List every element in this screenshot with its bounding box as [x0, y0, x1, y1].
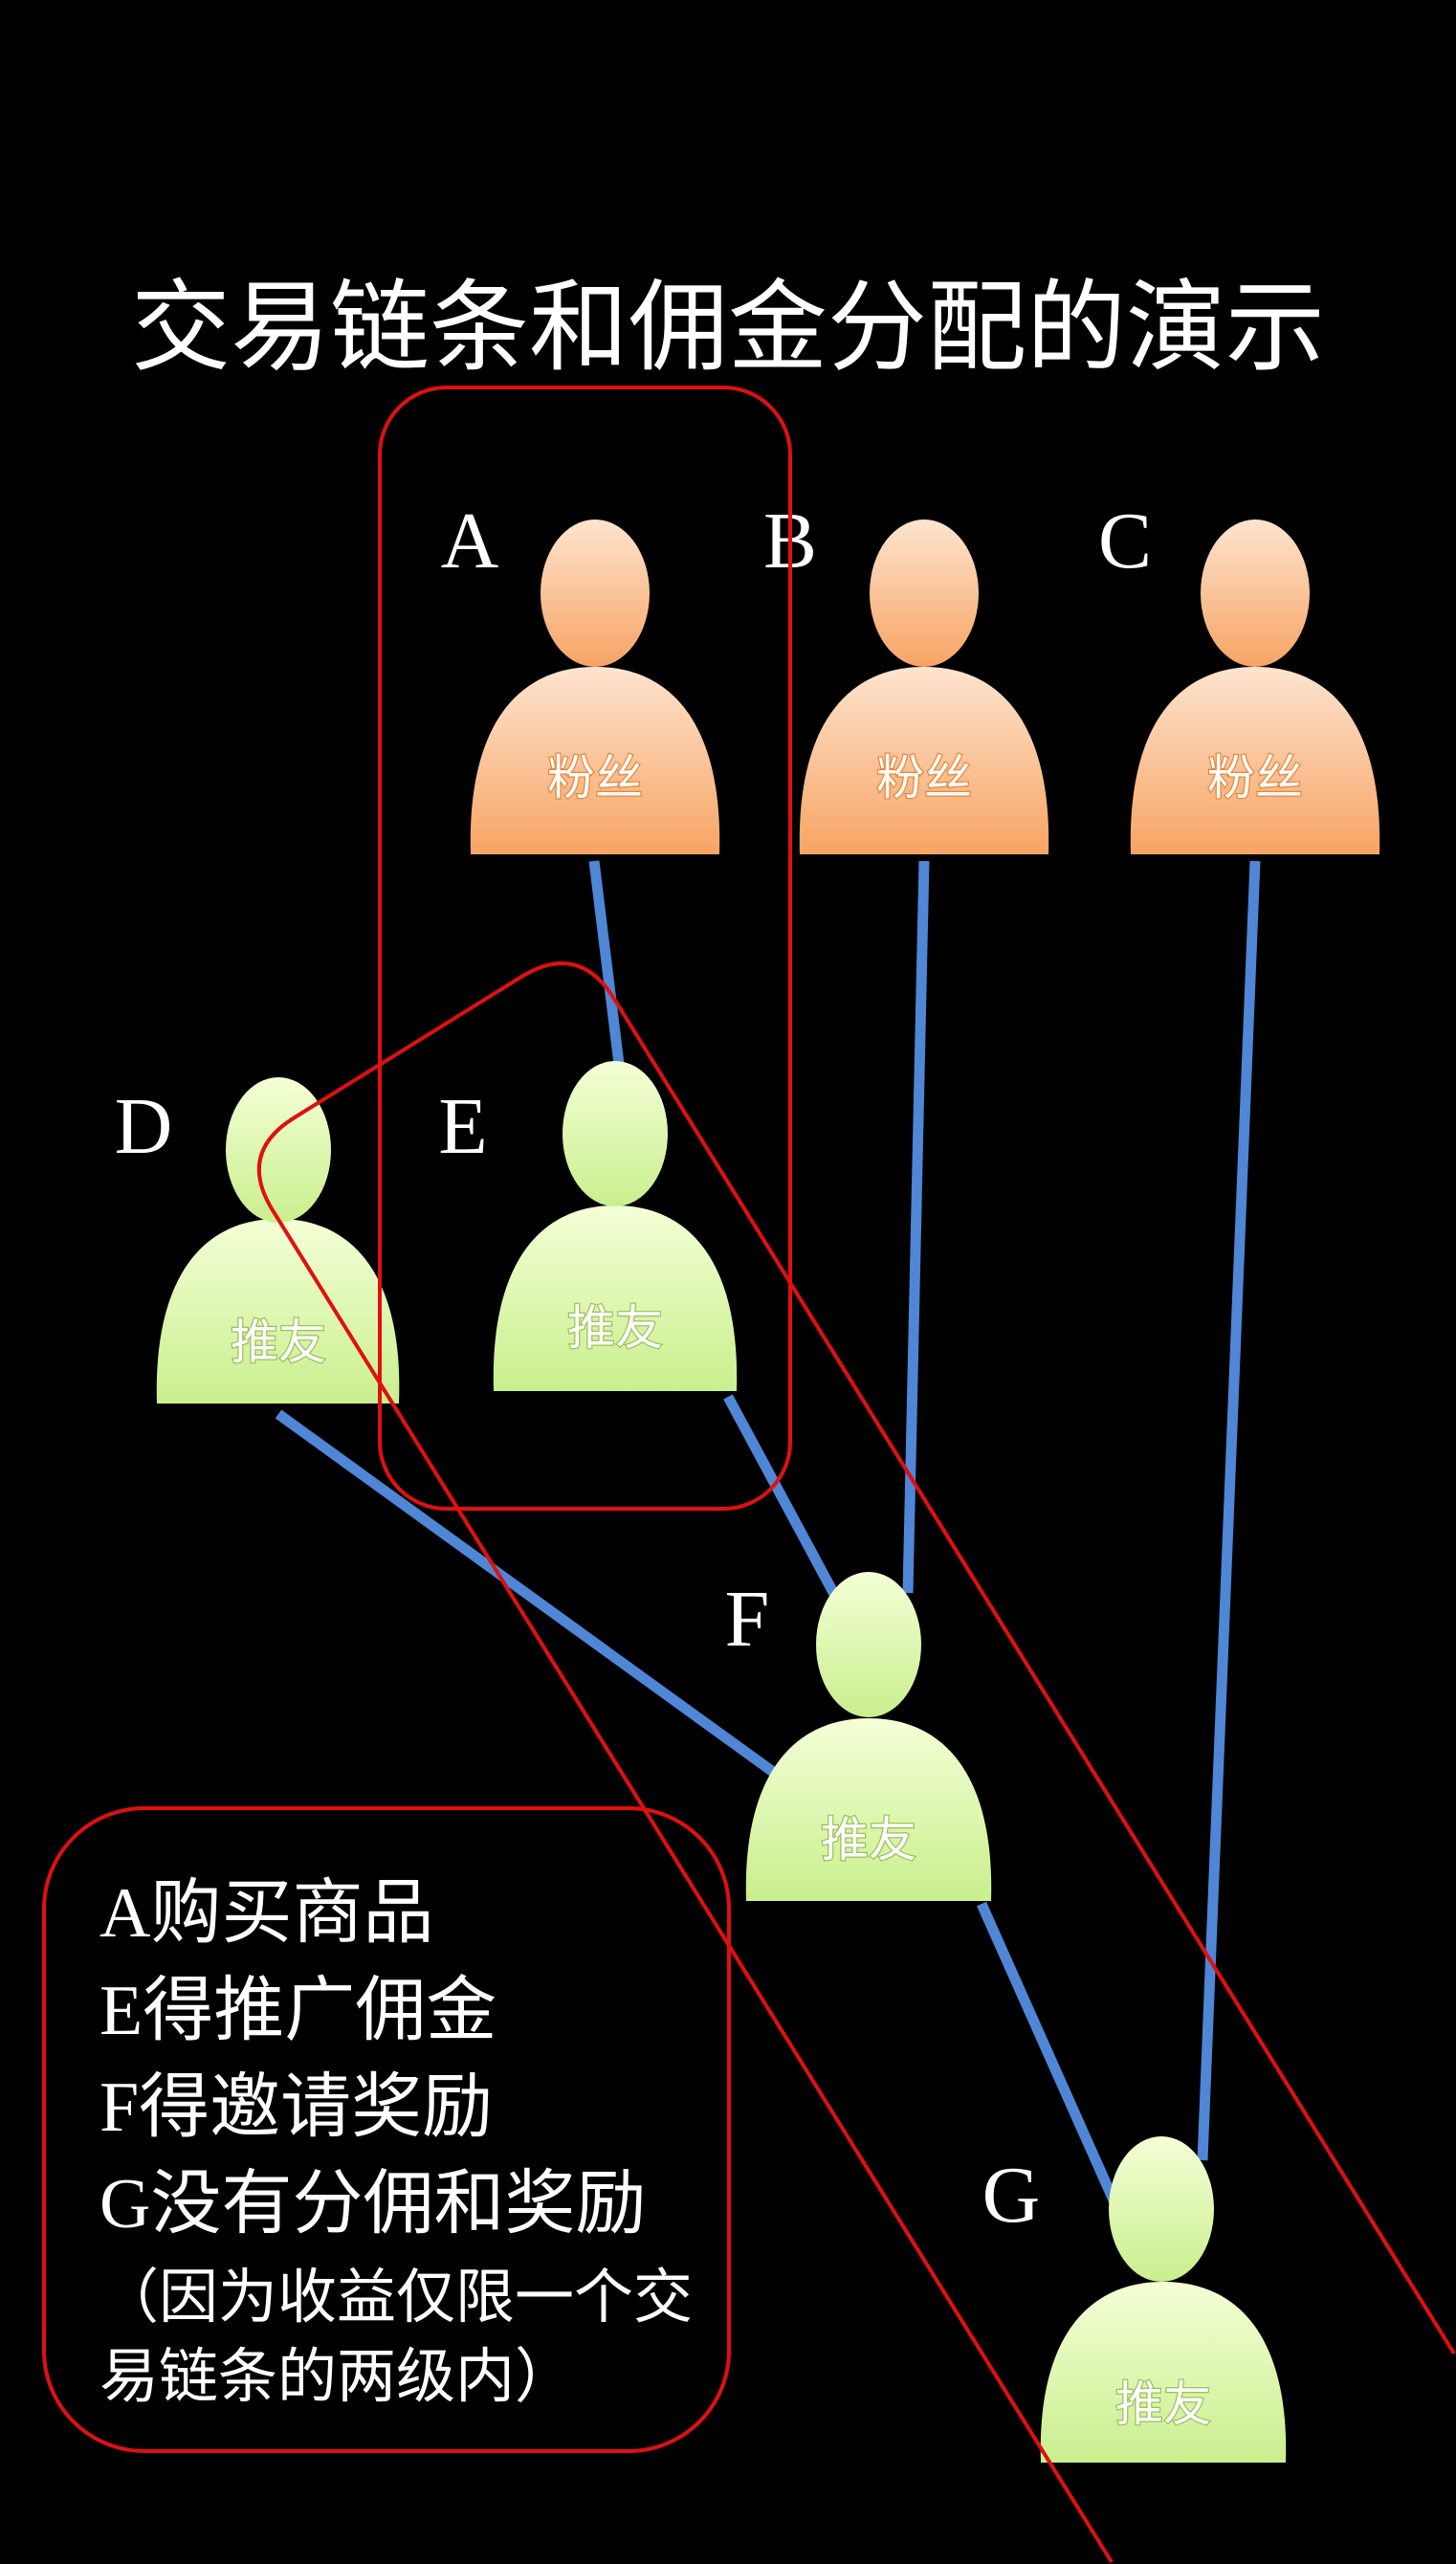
- person-head-icon: [816, 1572, 921, 1717]
- node-e: E 推友: [438, 1061, 738, 1391]
- person-body-icon: [470, 667, 720, 854]
- node-label: F: [725, 1575, 770, 1664]
- node-label: C: [1098, 497, 1152, 586]
- notes: A购买商品 E得推广佣金 F得邀请奖励 G没有分佣和奖励 （因为收益仅限一个交 …: [99, 1874, 693, 2410]
- person-body-icon: [799, 667, 1049, 854]
- note-line: E得推广佣金: [99, 1972, 496, 2050]
- person-body-icon: [493, 1205, 738, 1391]
- node-b: B 粉丝: [763, 497, 1049, 854]
- person-body-icon: [745, 1718, 992, 1901]
- node-label: A: [441, 497, 499, 586]
- link-b-f: [902, 860, 930, 1594]
- link-c-g: [1197, 860, 1261, 2161]
- node-a: A 粉丝: [441, 497, 720, 854]
- person-head-icon: [1109, 2136, 1214, 2282]
- person-body-icon: [156, 1219, 400, 1404]
- note-line: 易链条的两级内）: [99, 2345, 574, 2410]
- node-role: 推友: [231, 1315, 326, 1370]
- person-body-icon: [1040, 2282, 1287, 2463]
- node-c: C 粉丝: [1098, 497, 1380, 854]
- person-head-icon: [563, 1061, 668, 1206]
- node-role: 粉丝: [1207, 750, 1303, 806]
- highlight-box-a-e: [378, 386, 792, 1511]
- node-role: 粉丝: [547, 750, 643, 806]
- node-role: 推友: [567, 1300, 663, 1356]
- node-label: G: [982, 2151, 1041, 2240]
- note-line: G没有分佣和奖励: [99, 2165, 646, 2244]
- note-line: （因为收益仅限一个交: [99, 2266, 693, 2331]
- links: [275, 860, 1261, 2205]
- link-f-g: [976, 1901, 1120, 2205]
- link-e-f: [723, 1394, 841, 1601]
- person-body-icon: [1130, 667, 1380, 854]
- node-f: F 推友: [725, 1572, 992, 1901]
- person-head-icon: [540, 519, 650, 667]
- node-d: D 推友: [115, 1077, 400, 1404]
- node-role: 粉丝: [876, 750, 972, 806]
- node-label: D: [115, 1082, 173, 1171]
- node-label: E: [438, 1082, 487, 1171]
- highlight-box-chain-d-f-g: [257, 962, 1456, 2564]
- note-line: F得邀请奖励: [99, 2068, 493, 2147]
- link-d-f: [275, 1409, 777, 1777]
- notes-box: [42, 1806, 731, 2453]
- person-head-icon: [226, 1077, 331, 1223]
- node-role: 推友: [821, 1812, 916, 1868]
- person-head-icon: [870, 519, 979, 667]
- person-head-icon: [1201, 519, 1310, 667]
- node-g: G 推友: [982, 2136, 1287, 2463]
- page-title: 交易链条和佣金分配的演示: [131, 269, 1325, 386]
- link-a-e: [588, 860, 625, 1065]
- node-role: 推友: [1115, 2376, 1211, 2432]
- note-line: A购买商品: [99, 1874, 433, 1953]
